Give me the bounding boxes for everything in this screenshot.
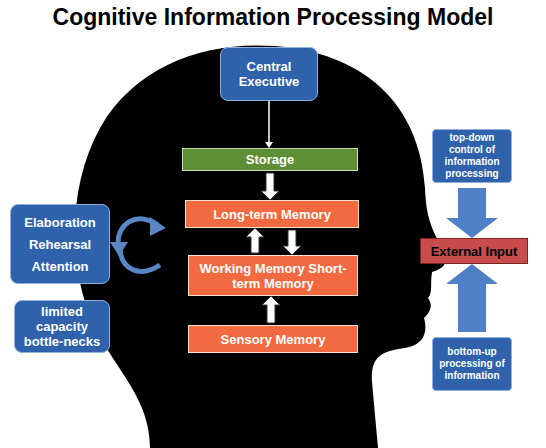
node-text: Central Executive	[221, 59, 317, 89]
cycle-arc	[120, 250, 160, 271]
executive-box: Central Executive	[220, 47, 318, 101]
flow-arrow	[265, 101, 273, 148]
node-text: top-down control of information processi…	[435, 132, 509, 180]
node-text: limited capacity bottle-necks	[15, 304, 109, 349]
head-silhouette	[75, 46, 446, 448]
memory-box: Long-term Memory	[185, 200, 359, 228]
flow-arrow	[446, 264, 498, 332]
node-text: Elaboration	[24, 215, 96, 230]
node-text: Sensory Memory	[221, 332, 326, 347]
input-box: External Input	[420, 238, 528, 264]
node-text: Long-term Memory	[213, 207, 331, 222]
node-text: External Input	[431, 244, 518, 259]
flow-arrow	[261, 173, 279, 200]
node-text: Working Memory Short-term Memory	[189, 261, 357, 291]
diagram-title: Cognitive Information Processing Model	[0, 4, 546, 31]
node-text: bottom-up processing of information	[435, 346, 509, 382]
strategy-box: ElaborationRehearsalAttention	[10, 204, 110, 284]
memory-box: Sensory Memory	[188, 325, 358, 353]
node-text: Rehearsal	[29, 237, 91, 252]
memory-box: Working Memory Short-term Memory	[188, 255, 358, 296]
flow-arrow	[283, 230, 301, 255]
storage-box: Storage	[182, 148, 358, 171]
cycle-arrowhead	[110, 242, 128, 256]
flow-arrow	[262, 296, 280, 323]
node-text: Attention	[31, 259, 88, 274]
node-text: Storage	[246, 152, 294, 167]
flow-arrow	[246, 228, 264, 253]
note-box: bottom-up processing of information	[432, 337, 512, 391]
cycle-arrowhead	[150, 217, 166, 236]
flow-arrow	[446, 188, 498, 238]
note-box: top-down control of information processi…	[432, 129, 512, 183]
note-box: limited capacity bottle-necks	[14, 300, 110, 353]
